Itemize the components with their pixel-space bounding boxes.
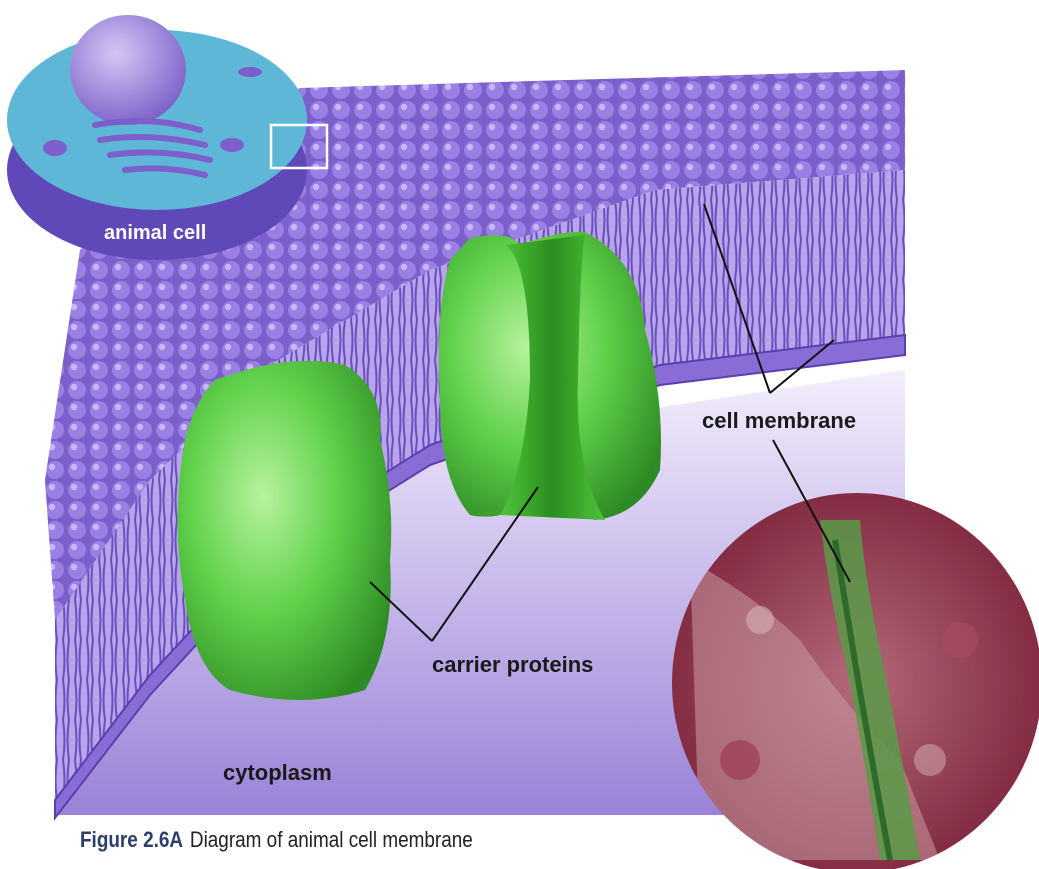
carrier-protein-left (178, 361, 392, 700)
nucleus (70, 15, 186, 125)
figure-number: Figure 2.6A (80, 827, 183, 852)
figure-caption: Figure 2.6A Diagram of animal cell membra… (80, 827, 473, 853)
carrier-proteins-label: carrier proteins (432, 652, 593, 678)
micrograph-inset (672, 493, 1039, 869)
cytoplasm-label: cytoplasm (223, 760, 332, 786)
caption-text: Diagram of animal cell membrane (190, 827, 473, 852)
animal-cell-label: animal cell (104, 222, 206, 245)
cell-membrane-label: cell membrane (702, 408, 856, 434)
